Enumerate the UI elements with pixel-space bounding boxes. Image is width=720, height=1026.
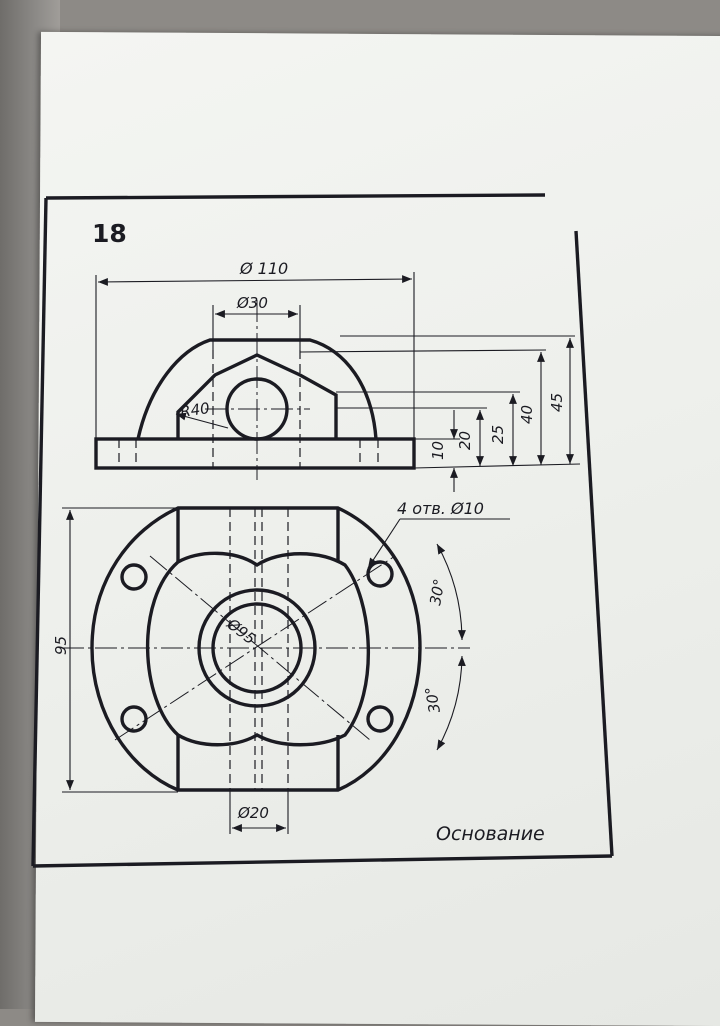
task-number: 18 (92, 219, 127, 248)
dim-outer-label: Ø 110 (239, 259, 288, 278)
dim-h40: 40 (518, 405, 536, 424)
dim-slot-label: Ø20 (237, 804, 269, 822)
front-view (94, 300, 416, 480)
dim-h10: 10 (429, 441, 447, 460)
dim-h20: 20 (456, 431, 474, 450)
radius-label: R40 (179, 399, 211, 421)
top-view (62, 506, 510, 834)
dim-outer-diameter (95, 272, 415, 439)
angle-bottom-label: 30° (422, 685, 444, 714)
dim-h45: 45 (548, 393, 566, 412)
dim-bore (212, 305, 301, 350)
angle-top-label: 30° (426, 577, 448, 606)
part-title: Основание (436, 823, 545, 845)
height-dimensions (299, 335, 581, 492)
holes-label: 4 отв. Ø10 (397, 499, 484, 518)
dim-width-95: 95 (52, 636, 70, 655)
drawing-frame (31, 193, 614, 868)
dim-h25: 25 (489, 425, 507, 444)
dim-bore-label: Ø30 (236, 294, 268, 312)
